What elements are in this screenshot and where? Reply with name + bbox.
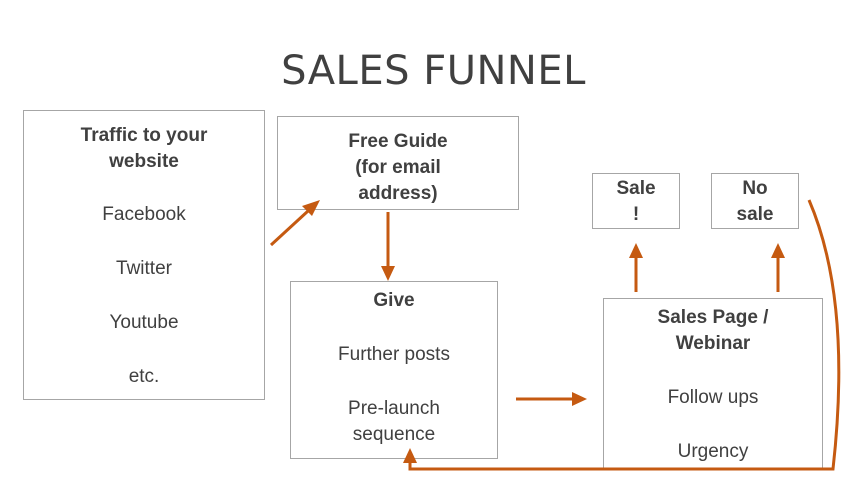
traffic-item-facebook: Facebook [102, 204, 186, 225]
arrow-free-guide-to-give [381, 212, 395, 281]
traffic-item-twitter: Twitter [116, 258, 172, 279]
free-guide-line-2: (for email [355, 157, 441, 178]
traffic-item-etc: etc. [128, 366, 160, 387]
free-guide-box: Free Guide (for email address) [277, 116, 519, 210]
traffic-box: Traffic to your website Facebook Twitter… [23, 110, 265, 400]
sale-box: Sale ! [592, 173, 680, 229]
no-sale-box: No sale [711, 173, 799, 229]
give-box: Give Further posts Pre-launch sequence [290, 281, 498, 459]
give-item-pre-launch: Pre-launch [348, 398, 440, 419]
sales-page-item-urgency: Urgency [677, 441, 749, 462]
free-guide-line-3: address) [358, 183, 438, 204]
give-item-sequence: sequence [352, 424, 436, 445]
traffic-heading: Traffic to your website [80, 125, 208, 172]
sales-page-box: Sales Page / Webinar Follow ups Urgency [603, 298, 823, 470]
no-sale-line-1: No [742, 178, 768, 199]
diagram-title: SALES FUNNEL [281, 48, 586, 94]
no-sale-line-2: sale [736, 204, 774, 225]
give-heading: Give [373, 290, 415, 311]
free-guide-line-1: Free Guide [348, 131, 448, 152]
traffic-item-youtube: Youtube [109, 312, 179, 333]
sales-page-line-2: Webinar [675, 333, 751, 354]
arrow-give-to-sales-page [516, 392, 587, 406]
give-item-further-posts: Further posts [338, 344, 450, 365]
arrow-sales-page-to-no-sale [771, 243, 785, 292]
sales-page-item-follow-ups: Follow ups [667, 387, 759, 408]
sales-page-line-1: Sales Page / [657, 307, 769, 328]
arrow-sales-page-to-sale [629, 243, 643, 292]
sale-line-2: ! [632, 204, 640, 225]
sale-line-1: Sale [616, 178, 656, 199]
